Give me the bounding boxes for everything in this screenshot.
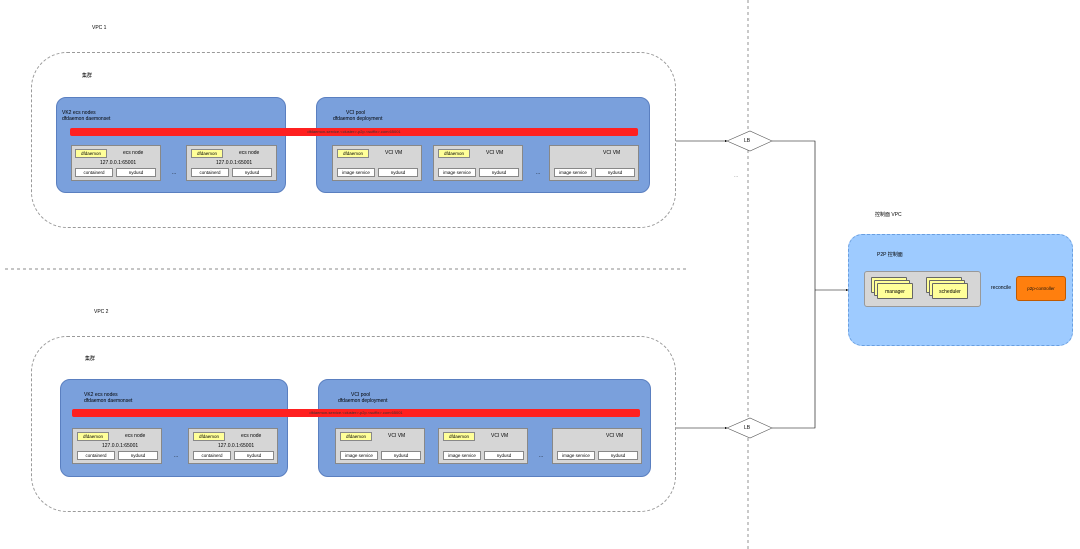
vpc1-ecs-ellipsis: ... — [172, 170, 177, 176]
vpc1-ecs1-title: ecs node — [123, 150, 144, 156]
vpc2-vm3-nydusd: nydusd — [598, 451, 638, 460]
vpc2-ecs1-dfdaemon: dfdaemon — [77, 432, 109, 441]
lb2-label: LB — [744, 425, 751, 431]
vpc2-vm1-dfdaemon: dfdaemon — [340, 432, 372, 441]
vpc1-ecs2-title: ecs node — [239, 150, 260, 156]
vpc2-vm3-title: VCI VM — [606, 433, 624, 439]
vpc2-vci-title1: VCI pool — [351, 392, 371, 398]
vpc2-vm3-image-service: image service — [557, 451, 595, 460]
vpc2-ecs2-containerd: containerd — [193, 451, 231, 460]
vpc2-ecs2-nydusd: nydusd — [234, 451, 274, 460]
vpc2-ecs2-dfdaemon: dfdaemon — [193, 432, 225, 441]
vpc1-ecs2-containerd: containerd — [191, 168, 229, 177]
vpc2-service-bar: dfdaemon-service.<cluster>-p2p.<suffix>.… — [72, 409, 640, 417]
vpc2-vk-title2: dfdaemon daemonset — [84, 398, 133, 404]
vpc1-vm2-image-service: image service — [438, 168, 476, 177]
vpc2-vm1-nydusd: nydusd — [381, 451, 421, 460]
vpc1-vm-ellipsis: ... — [536, 170, 541, 176]
reconcile-label: reconcile — [991, 285, 1012, 291]
vpc1-ecs2-nydusd: nydusd — [232, 168, 272, 177]
vpc1-vk-title2: dfdaemon daemonset — [62, 116, 111, 122]
vpc2-vm2-dfdaemon: dfdaemon — [443, 432, 475, 441]
vpc2-ecs2-title: ecs node — [241, 433, 262, 439]
manager-box: manager — [877, 283, 913, 299]
vpc1-ecs2-addr: 127.0.0.1:65001 — [216, 160, 253, 166]
vpc1-vm2-dfdaemon: dfdaemon — [438, 149, 470, 158]
vpc1-vk-title1: VK2 ecs nodes — [62, 110, 96, 116]
control-vpc-label: 控制面 VPC — [875, 212, 902, 218]
vpc2-ecs2-addr: 127.0.0.1:65001 — [218, 443, 255, 449]
lb-diamond-1 — [726, 130, 773, 152]
vpc1-cluster-label: 集群 — [82, 73, 93, 79]
p2p-control-title: P2P 控制面 — [877, 252, 903, 258]
vpc2-cluster-label: 集群 — [85, 356, 96, 362]
vpc1-vm2-nydusd: nydusd — [479, 168, 519, 177]
vpc2-vm1-image-service: image service — [340, 451, 378, 460]
vpc2-ecs1-addr: 127.0.0.1:65001 — [102, 443, 139, 449]
vpc2-vk-title1: VK2 ecs nodes — [84, 392, 118, 398]
lb-diamond-2 — [726, 417, 773, 439]
vpc2-ecs1-nydusd: nydusd — [118, 451, 158, 460]
vpc2-label: VPC 2 — [94, 309, 109, 315]
vpc1-vm1-nydusd: nydusd — [378, 168, 418, 177]
vpc1-vm3-nydusd: nydusd — [595, 168, 635, 177]
vpc1-ecs1-addr: 127.0.0.1:65001 — [100, 160, 137, 166]
vpc1-vm2-title: VCI VM — [486, 150, 504, 156]
vpc1-vci-title2: dfdaemon deployment — [333, 116, 383, 122]
vpc2-ecs-ellipsis: ... — [174, 453, 179, 459]
vpc2-vci-title2: dfdaemon deployment — [338, 398, 388, 404]
vpc1-vm3-title: VCI VM — [603, 150, 621, 156]
scheduler-box: scheduler — [932, 283, 968, 299]
vpc1-ecs2-dfdaemon: dfdaemon — [191, 149, 223, 158]
vpc1-vm3-image-service: image service — [554, 168, 592, 177]
vpc1-ecs1-nydusd: nydusd — [116, 168, 156, 177]
vpc2-vm2-nydusd: nydusd — [484, 451, 524, 460]
vpc1-ecs1-containerd: containerd — [75, 168, 113, 177]
vpc2-vm-ellipsis: ... — [539, 453, 544, 459]
vpc1-label: VPC 1 — [92, 25, 107, 31]
vpc1-service-bar: dfdaemon-service.<cluster>-p2p.<suffix>.… — [70, 128, 638, 136]
vpc1-vm1-dfdaemon: dfdaemon — [337, 149, 369, 158]
vpc1-vci-title1: VCI pool — [346, 110, 366, 116]
vpc1-ecs1-dfdaemon: dfdaemon — [75, 149, 107, 158]
vpc2-vm2-image-service: image service — [443, 451, 481, 460]
vpc2-vm1-title: VCI VM — [388, 433, 406, 439]
p2p-controller-box: p2p-controller — [1016, 276, 1066, 301]
lb1-label: LB — [744, 138, 751, 144]
vpc2-vm2-title: VCI VM — [491, 433, 509, 439]
vpc2-ecs1-containerd: containerd — [77, 451, 115, 460]
lb-ellipsis: ... — [734, 173, 739, 179]
vpc1-vm1-image-service: image service — [337, 168, 375, 177]
vpc1-vm1-title: VCI VM — [385, 150, 403, 156]
vpc2-ecs1-title: ecs node — [125, 433, 146, 439]
